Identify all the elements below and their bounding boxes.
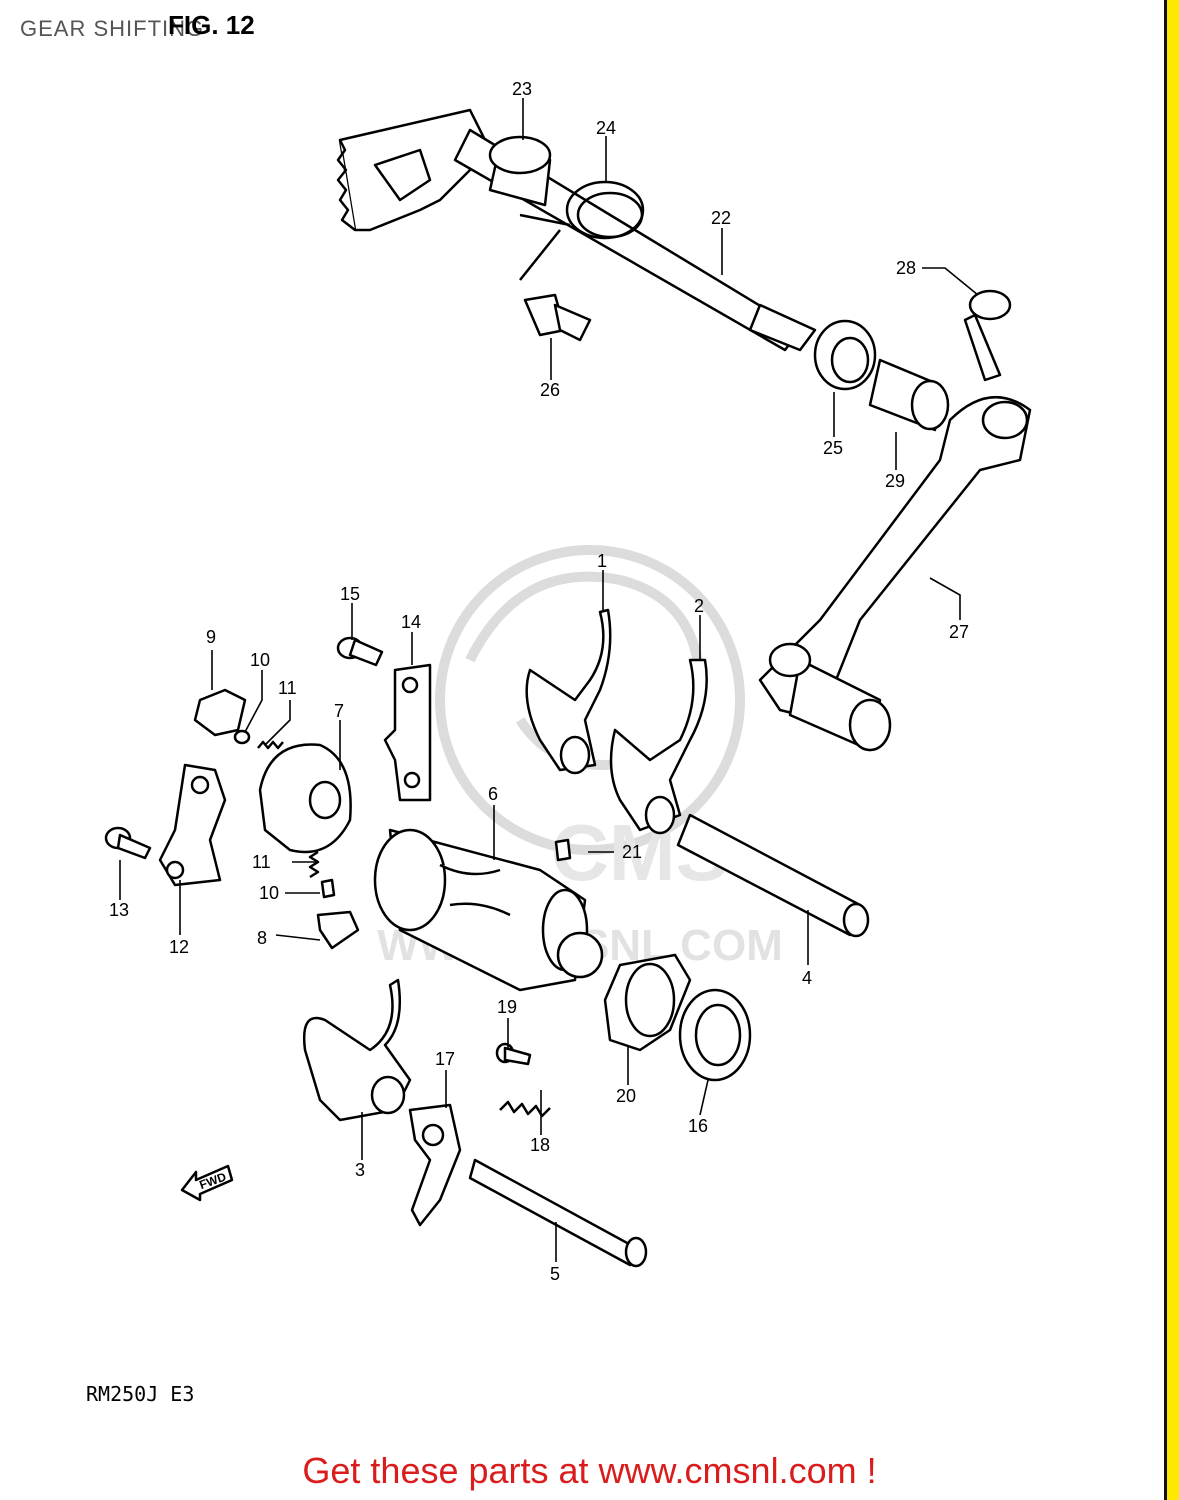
callout-4: 4 <box>802 968 812 988</box>
leader-lines <box>119 98 979 1262</box>
callout-10: 10 <box>250 650 270 670</box>
model-code: RM250J E3 <box>86 1382 195 1406</box>
callout-7: 7 <box>334 701 344 721</box>
promo-link-text[interactable]: Get these parts at www.cmsnl.com ! <box>302 1450 877 1491</box>
gearshift-lever <box>758 395 1032 752</box>
callout-27: 27 <box>949 622 969 642</box>
callout-2: 2 <box>694 596 704 616</box>
page-edge-line <box>1164 0 1167 1500</box>
spacer-29 <box>868 358 950 432</box>
cam-9 <box>193 688 247 737</box>
page-edge-strip <box>1167 0 1179 1500</box>
callout-13: 13 <box>109 900 129 920</box>
callout-17: 17 <box>435 1049 455 1069</box>
fwd-arrow-icon <box>180 1164 234 1202</box>
pin-10 <box>233 729 251 745</box>
callout-labels: 1 2 3 4 5 6 7 8 9 10 11 12 13 14 15 16 1… <box>109 79 969 1284</box>
callout-14: 14 <box>401 612 421 632</box>
bolt-19 <box>495 1042 532 1066</box>
callout-22: 22 <box>711 208 731 228</box>
callout-11-lower: 11 <box>252 852 271 872</box>
cam-driven-gear <box>258 743 352 854</box>
gearshift-cam-drum <box>373 828 604 992</box>
lever-17 <box>408 1103 462 1227</box>
pin-21 <box>554 838 572 862</box>
callout-15: 15 <box>340 584 360 604</box>
figure-number: FIG. 12 <box>168 10 255 40</box>
screw-15 <box>336 636 384 667</box>
callout-9: 9 <box>206 627 216 647</box>
bearing-16 <box>678 988 752 1082</box>
shift-fork-1 <box>525 608 612 775</box>
bolt-28 <box>963 289 1012 382</box>
pawl-8 <box>316 910 360 950</box>
callout-25: 25 <box>823 438 843 458</box>
callout-3: 3 <box>355 1160 365 1180</box>
gearshift-shaft <box>453 128 817 352</box>
bolt-26 <box>523 293 592 342</box>
callout-12: 12 <box>169 937 189 957</box>
page-title: GEAR SHIFTING <box>20 16 205 41</box>
callout-24: 24 <box>596 118 616 138</box>
callout-20: 20 <box>616 1086 636 1106</box>
callout-11: 11 <box>278 678 297 698</box>
spring-11 <box>257 740 284 750</box>
callout-29: 29 <box>885 471 905 491</box>
callout-28: 28 <box>896 258 916 278</box>
spring-11-lower <box>308 850 320 879</box>
callout-26: 26 <box>540 380 560 400</box>
bearing-25 <box>813 319 877 391</box>
callout-5: 5 <box>550 1264 560 1284</box>
callout-8: 8 <box>257 928 267 948</box>
fork-shaft-4 <box>676 813 870 938</box>
callout-16: 16 <box>688 1116 708 1136</box>
stopper-plate-14 <box>383 663 432 802</box>
pin-10-lower <box>320 878 336 899</box>
shift-fork-3 <box>302 978 412 1122</box>
gear-20 <box>603 953 692 1052</box>
callout-10-lower: 10 <box>259 883 279 903</box>
callout-1: 1 <box>597 551 607 571</box>
callout-18: 18 <box>530 1135 550 1155</box>
shift-fork-2 <box>609 658 708 835</box>
spring-18 <box>499 1100 551 1118</box>
gearshift-stopper-12 <box>158 763 227 887</box>
callout-6: 6 <box>488 784 498 804</box>
callout-19: 19 <box>497 997 517 1017</box>
return-spring <box>519 180 645 281</box>
screw-13 <box>104 826 152 860</box>
gearshift-shaft-sector <box>336 108 492 232</box>
callout-21: 21 <box>622 842 642 862</box>
callout-23: 23 <box>512 79 532 99</box>
fork-shaft-5 <box>468 1158 648 1268</box>
